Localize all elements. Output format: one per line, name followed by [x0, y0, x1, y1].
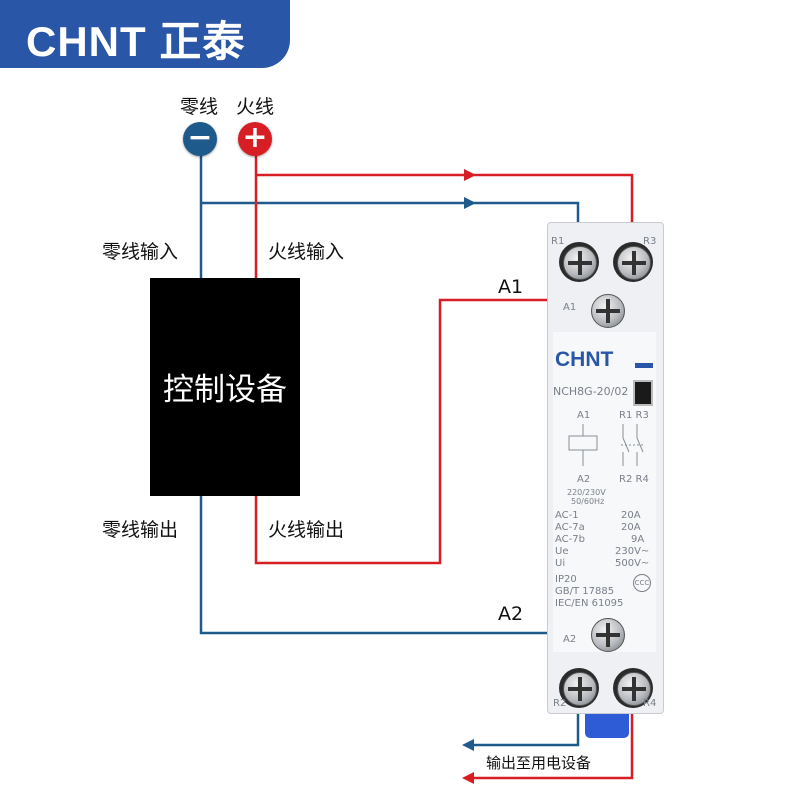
rating-frequency: 50/60Hz [571, 497, 605, 506]
term-r2-label: R2 [553, 698, 567, 709]
ip-rating: IP20 [555, 574, 577, 585]
a2-screw-icon [591, 618, 625, 652]
spec-value: 500V~ [615, 558, 650, 569]
brand-logo: CHNT 正泰 [26, 18, 246, 65]
spec-value: 230V~ [615, 546, 650, 557]
contact-schematic-icon [568, 424, 645, 466]
status-window [633, 380, 653, 406]
din-rail-clip [585, 714, 629, 738]
term-r1-label: R1 [551, 236, 565, 247]
output-label: 输出至用电设备 [486, 754, 592, 772]
standard-gb: GB/T 17885 [555, 586, 615, 597]
live-output-label: 火线输出 [268, 519, 345, 541]
diagram-r1r3-label: R1 R3 [619, 410, 649, 421]
diagram-a1-label: A1 [577, 410, 591, 421]
term-r3-label: R3 [643, 236, 657, 247]
arrow-neutral-to-r1 [464, 197, 476, 209]
contactor: R1 R3 A1 CHNT NCH8G-20/02 A1 R1 R3 A2 R2… [547, 222, 664, 740]
diagram-r2r4-label: R2 R4 [619, 474, 649, 485]
contactor-brand-bar [635, 363, 653, 368]
live-input-label: 火线输入 [268, 241, 345, 263]
spec-value: 20A [621, 510, 641, 521]
spec-table: AC-1 20A AC-7a 20A AC-7b 9A Ue 230V~ Ui … [555, 510, 655, 570]
neutral-input-label: 零线输入 [102, 241, 179, 263]
arrow-live-to-r3 [464, 169, 476, 181]
spec-row: AC-1 20A [555, 510, 655, 522]
live-out-to-a1-wire [254, 298, 598, 565]
spec-value: 20A [621, 522, 641, 533]
r2-screw-icon [563, 672, 597, 706]
r4-screw-icon [617, 672, 651, 706]
brand-header: CHNT 正泰 [0, 0, 290, 68]
arrow-output-neutral [462, 739, 474, 751]
diagram-a2-label: A2 [577, 474, 591, 485]
spec-row: AC-7b 9A [555, 534, 655, 546]
spec-name: Ui [555, 558, 566, 569]
a1-wire-label: A1 [498, 276, 524, 298]
spec-row: Ui 500V~ [555, 558, 655, 570]
term-a2-label: A2 [563, 634, 577, 645]
neutral-to-r1-wire [201, 201, 580, 258]
spec-name: AC-7b [555, 534, 585, 545]
live-terminal-icon: + [238, 122, 272, 156]
spec-row: Ue 230V~ [555, 546, 655, 558]
neutral-out-to-a2-wire [199, 496, 598, 635]
a1-screw-icon [591, 294, 625, 328]
term-r4-label: R4 [643, 698, 657, 709]
control-device-box: 控制设备 [150, 278, 300, 496]
output-live-wire [470, 690, 634, 780]
neutral-terminal-label: 零线 [180, 96, 219, 118]
r1-screw-icon [563, 246, 597, 280]
spec-row: AC-7a 20A [555, 522, 655, 534]
spec-name: AC-7a [555, 522, 585, 533]
contactor-brand: CHNT [555, 348, 614, 371]
spec-value: 9A [631, 534, 645, 545]
spec-name: Ue [555, 546, 569, 557]
arrow-output-live [462, 772, 474, 784]
spec-name: AC-1 [555, 510, 579, 521]
neutral-output-label: 零线输出 [102, 519, 179, 541]
r3-screw-icon [617, 246, 651, 280]
ccc-cert-icon: CCC [633, 574, 651, 592]
a2-wire-label: A2 [498, 603, 524, 625]
neutral-terminal-icon: − [183, 122, 217, 156]
standard-iec: IEC/EN 61095 [555, 598, 624, 609]
term-a1-label: A1 [563, 302, 577, 313]
live-terminal-label: 火线 [236, 96, 275, 118]
contactor-model: NCH8G-20/02 [553, 385, 629, 398]
control-device-title: 控制设备 [163, 372, 287, 408]
rating-voltage: 220/230V [567, 488, 606, 497]
